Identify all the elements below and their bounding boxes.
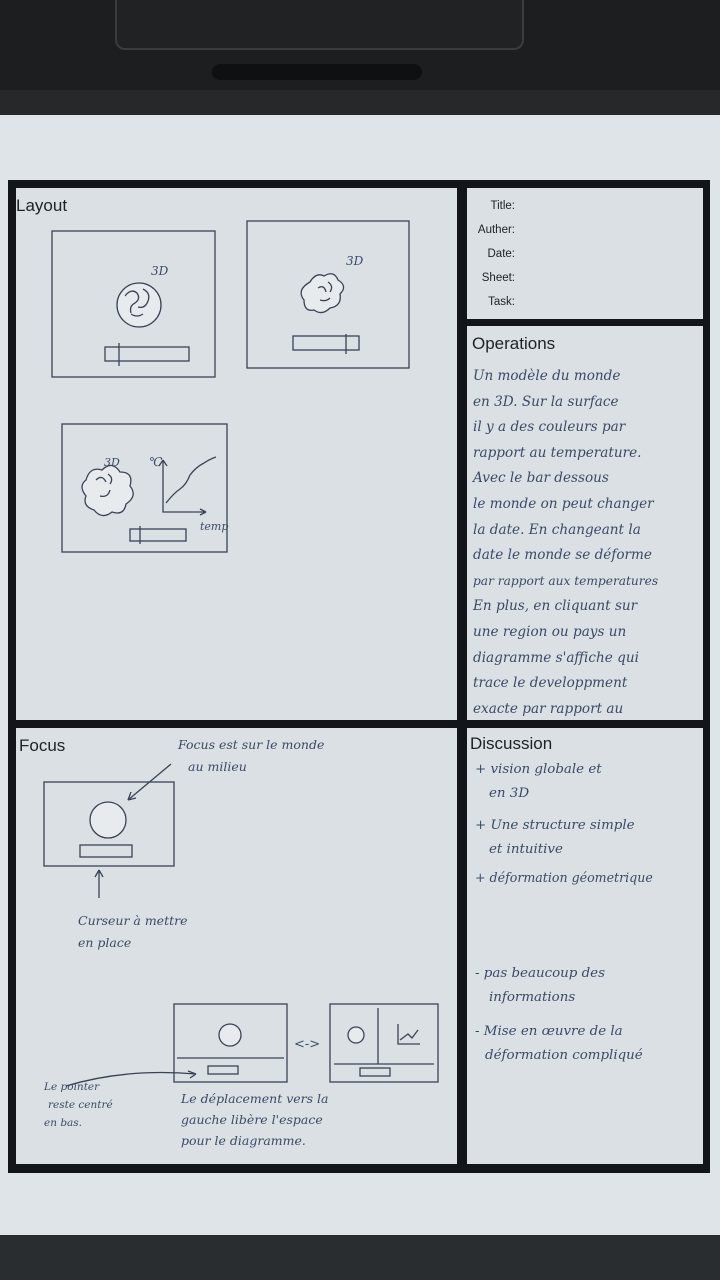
focus-note-bl-line: Le pointer [44, 1081, 100, 1093]
discussion-line: déformation compliqué [485, 1048, 643, 1063]
meta-author: Auther: [477, 224, 515, 236]
five-design-sheet: Layout 3D 3D [8, 180, 710, 1173]
operations-line: diagramme s'affiche qui [473, 649, 639, 666]
operations-line: date le monde se déforme [473, 547, 652, 564]
laptop-panel [115, 0, 524, 50]
focus-note-cursor: Curseur à mettre en place [78, 910, 188, 954]
discussion-line: + vision globale et [475, 762, 602, 777]
operations-line: en 3D. Sur la surface [473, 393, 619, 410]
discussion-label: Discussion [470, 734, 553, 753]
operations-text: Un modèle du monde en 3D. Sur la surface… [473, 364, 705, 748]
sketch-label-3d-c: 3D [104, 456, 120, 469]
operations-line: le monde on peut changer [473, 495, 654, 512]
discussion-line: - Mise en œuvre de la [475, 1024, 623, 1039]
discussion-item: - pas beaucoup des informations [475, 962, 605, 1010]
focus-note-bottom-line: pour le diagramme. [181, 1133, 306, 1148]
discussion-item: + déformation géometrique [475, 866, 653, 890]
meta-sheet: Sheet: [481, 272, 515, 284]
discussion-panel: Discussion + vision globale et en 3D + U… [467, 728, 703, 1164]
discussion-item: - Mise en œuvre de la déformation compli… [475, 1020, 643, 1068]
operations-line: une region ou pays un [473, 623, 627, 640]
focus-sketches: <-> [43, 763, 439, 1087]
discussion-line: en 3D [489, 786, 530, 801]
layout-label: Layout [16, 196, 68, 215]
discussion-line: et intuitive [489, 842, 563, 857]
operations-panel: Operations Un modèle du monde en 3D. Sur… [467, 326, 703, 742]
operations-line: trace le developpment [473, 675, 628, 692]
focus-note-bl-line: en bas. [44, 1117, 83, 1129]
focus-panel: Focus <-> Fo [16, 728, 457, 1164]
meta-title: Title: [490, 200, 516, 212]
operations-line: par rapport aux temperatures [473, 573, 659, 588]
operations-line: Avec le bar dessous [473, 470, 609, 487]
focus-label: Focus [19, 736, 66, 755]
operations-line: En plus, en cliquant sur [473, 598, 638, 615]
sketch-label-3d-b: 3D [346, 254, 364, 268]
focus-note-bottom: Le déplacement vers la gauche libère l'e… [181, 1088, 329, 1151]
discussion-item: + vision globale et en 3D [475, 758, 602, 806]
laptop-hinge [212, 64, 422, 80]
layout-panel: Layout 3D 3D [16, 188, 457, 720]
meta-task: Task: [488, 296, 515, 308]
operations-line: exacte par rapport au [473, 700, 624, 717]
focus-note-cursor-line: Curseur à mettre [78, 913, 188, 928]
focus-note-cursor-line: en place [78, 935, 132, 950]
operations-line: rapport au temperature. [473, 444, 642, 461]
discussion-line: + Une structure simple [475, 818, 635, 833]
focus-note-top-line: Focus est sur le monde [178, 737, 325, 752]
focus-note-bottom-line: Le déplacement vers la [181, 1091, 329, 1106]
discussion-item: + Une structure simple et intuitive [475, 814, 635, 862]
sketch-axis-x: temp [200, 520, 228, 533]
discussion-line: + déformation géometrique [475, 870, 653, 885]
focus-note-top-line: au milieu [188, 759, 247, 774]
layout-sketches: 3D 3D 3D ℃ temp [51, 220, 410, 553]
discussion-line: - pas beaucoup des [475, 966, 605, 981]
focus-note-top: Focus est sur le monde au milieu [178, 734, 324, 778]
operations-label: Operations [472, 334, 556, 353]
sketch-label-3d-a: 3D [151, 264, 169, 278]
discussion-line: informations [489, 990, 576, 1005]
focus-note-bottom-left: Le pointer reste centré en bas. [44, 1078, 113, 1132]
meta-panel: Title: Auther: Date: Sheet: Task: [467, 188, 703, 319]
focus-arrow: <-> [294, 1037, 320, 1052]
focus-note-bottom-line: gauche libère l'espace [181, 1112, 323, 1127]
operations-line: Un modèle du monde [473, 368, 621, 384]
sketch-axis-y: ℃ [149, 455, 163, 469]
meta-date: Date: [487, 248, 516, 260]
operations-line: il y a des couleurs par [473, 419, 626, 436]
focus-note-bl-line: reste centré [48, 1099, 113, 1111]
operations-line: la date. En changeant la [473, 521, 641, 538]
laptop-bezel [0, 0, 720, 120]
